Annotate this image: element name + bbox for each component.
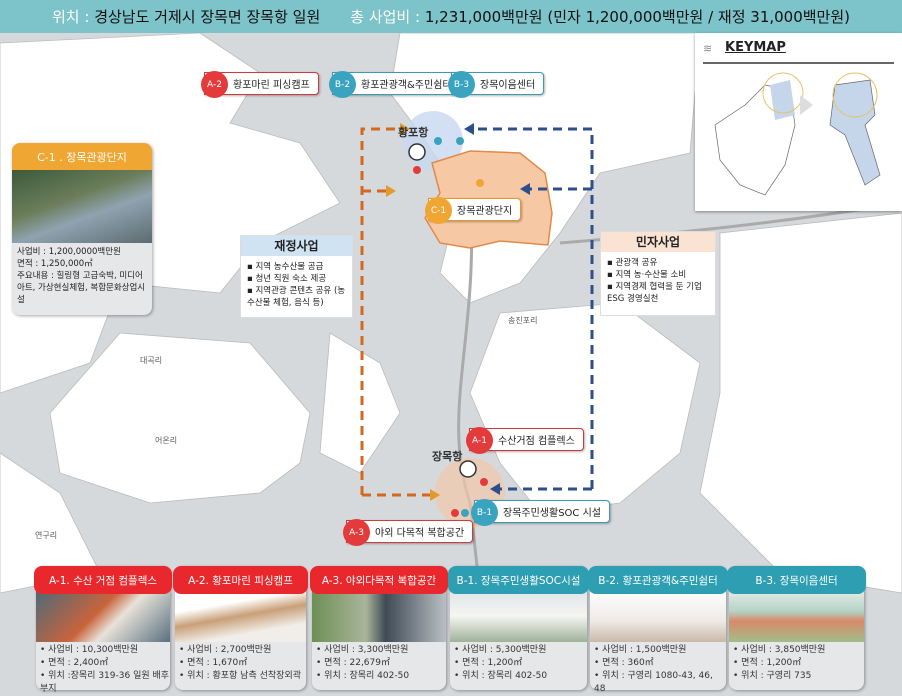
public-flow-arrows xyxy=(360,127,432,497)
card-cost: 사업비 : 3,300백만원 xyxy=(316,644,409,657)
project-card-b1[interactable]: B-1. 장목주민생활SOC시설사업비 : 5,300백만원면적 : 1,200… xyxy=(448,566,589,690)
card-area: 면적 : 2,400㎡ xyxy=(40,657,170,670)
location-label: 위치 : xyxy=(51,8,90,26)
project-card-a3[interactable]: A-3. 야외다목적 복합공간사업비 : 3,300백만원면적 : 22,679… xyxy=(310,566,448,690)
marker-b3[interactable]: B-3 장목이음센터 xyxy=(448,71,545,98)
project-card-a1[interactable]: A-1. 수산 거점 컴플렉스사업비 : 10,300백만원면적 : 2,400… xyxy=(34,566,172,694)
list-item: 지역관광 콘텐츠 공유 (농수산물 체험, 음식 등) xyxy=(247,285,346,309)
card-title: B-1. 장목주민생활SOC시설 xyxy=(448,566,589,594)
project-card-a2[interactable]: A-2. 황포마린 피싱캠프사업비 : 2,700백만원면적 : 1,670㎡위… xyxy=(173,566,308,690)
card-area: 면적 : 1,200㎡ xyxy=(454,657,547,670)
list-item: 청년 직원 숙소 제공 xyxy=(247,273,346,285)
card-title: B-3. 장목이음센터 xyxy=(727,566,866,594)
public-box-title: 재정사업 xyxy=(241,236,352,256)
port-label-jangmok: 장목항 xyxy=(432,450,463,463)
public-project-box: 재정사업 지역 농수산물 공급청년 직원 숙소 제공지역관광 콘텐츠 공유 (농… xyxy=(240,235,353,318)
card-location: 위치 : 구영리 1080-43, 46, 48 xyxy=(594,670,726,696)
arrowheads xyxy=(386,123,440,501)
list-item: 지역 농·수산물 소비 xyxy=(607,269,709,281)
marker-label: 장목이음센터 xyxy=(480,80,536,91)
card-cost: 사업비 : 1,500백만원 xyxy=(594,644,726,657)
card-area: 면적 : 1,670㎡ xyxy=(179,657,301,670)
card-image xyxy=(175,590,306,642)
marker-code: B-2 xyxy=(329,71,356,98)
c1-card-details: 사업비 : 1,200,0000백만원 면적 : 1,250,000㎡ 주요내용… xyxy=(12,243,152,309)
private-project-box: 민자사업 관광객 공유지역 농·수산물 소비지역경제 협력을 둔 기업 ESG … xyxy=(600,231,716,316)
marker-code: A-1 xyxy=(466,427,493,454)
card-cost: 사업비 : 3,850백만원 xyxy=(733,644,825,657)
c1-area: 면적 : 1,250,000㎡ xyxy=(17,259,93,269)
card-title: A-2. 황포마린 피싱캠프 xyxy=(173,566,308,594)
marker-label: 장목관광단지 xyxy=(457,206,513,217)
card-location: 위치 : 장목리 402-50 xyxy=(316,670,409,683)
cost-value: 1,231,000백만원 (민자 1,200,000백만원 / 재정 31,00… xyxy=(424,8,851,26)
card-location: 위치 : 황포항 남측 선착장외곽 xyxy=(179,670,301,683)
site-dots xyxy=(413,137,488,517)
card-image xyxy=(36,590,170,642)
cost-label: 총 사업비 : xyxy=(350,8,421,26)
marker-b1[interactable]: B-1 장목주민생활SOC 시설 xyxy=(471,499,610,526)
port-label-hwangpo: 황포항 xyxy=(398,126,429,139)
port-icons xyxy=(408,143,477,478)
project-card-b3[interactable]: B-3. 장목이음센터사업비 : 3,850백만원면적 : 1,200㎡위치 :… xyxy=(727,566,866,690)
c1-info-card: C-1 . 장목관광단지 사업비 : 1,200,0000백만원 면적 : 1,… xyxy=(12,143,152,315)
location-info: 위치 : 경상남도 거제시 장목면 장목항 일원 xyxy=(52,6,320,27)
list-item: 지역경제 협력을 둔 기업 ESG 경영실천 xyxy=(607,281,709,305)
card-image xyxy=(450,590,587,642)
marker-code: C-1 xyxy=(425,197,452,224)
c1-card-title: C-1 . 장목관광단지 xyxy=(12,143,152,170)
marker-code: A-2 xyxy=(201,71,228,98)
project-card-b2[interactable]: B-2. 황포관광객&주민쉼터사업비 : 1,500백만원면적 : 360㎡위치… xyxy=(588,566,728,694)
marker-label: 황포관광객&주민쉼터 xyxy=(361,80,452,91)
list-item: 지역 농수산물 공급 xyxy=(247,261,346,273)
card-area: 면적 : 360㎡ xyxy=(594,657,726,670)
card-area: 면적 : 22,679㎡ xyxy=(316,657,409,670)
marker-b2[interactable]: B-2 황포관광객&주민쉼터 xyxy=(329,71,461,98)
marker-label: 황포마린 피싱캠프 xyxy=(233,80,310,91)
list-item: 관광객 공유 xyxy=(607,257,709,269)
marker-a2[interactable]: A-2 황포마린 피싱캠프 xyxy=(201,71,319,98)
c1-aerial-photo xyxy=(12,170,152,243)
c1-content: 주요내용 : 힐링형 고급숙박, 미디어아트, 가상현실체험, 복합문화상업시설 xyxy=(17,271,146,305)
c1-cost: 사업비 : 1,200,0000백만원 xyxy=(17,247,121,257)
card-image xyxy=(312,590,446,642)
private-box-title: 민자사업 xyxy=(601,232,715,252)
marker-label: 수산거점 컴플렉스 xyxy=(498,436,575,447)
keymap-divider xyxy=(703,62,894,64)
keymap-title: KEYMAP xyxy=(725,40,786,55)
card-location: 위치 :장목리 319-36 일원 배후부지 xyxy=(40,670,170,696)
card-title: A-1. 수산 거점 컴플렉스 xyxy=(34,566,172,594)
card-area: 면적 : 1,200㎡ xyxy=(733,657,825,670)
card-title: A-3. 야외다목적 복합공간 xyxy=(310,566,448,594)
keymap-panel: ≋ KEYMAP xyxy=(695,33,902,211)
marker-code: A-3 xyxy=(343,519,370,546)
location-value: 경상남도 거제시 장목면 장목항 일원 xyxy=(94,8,321,26)
marker-code: B-3 xyxy=(448,71,475,98)
card-cost: 사업비 : 2,700백만원 xyxy=(179,644,301,657)
cost-info: 총 사업비 : 1,231,000백만원 (민자 1,200,000백만원 / … xyxy=(350,6,850,27)
marker-label: 장목주민생활SOC 시설 xyxy=(503,508,601,519)
card-location: 위치 : 구영리 735 xyxy=(733,670,825,683)
keymap-image xyxy=(714,72,881,196)
marker-a1[interactable]: A-1 수산거점 컴플렉스 xyxy=(466,427,584,454)
private-flow-arrows xyxy=(472,127,594,491)
place-label: 송진포리 xyxy=(508,316,538,325)
header-bar: 위치 : 경상남도 거제시 장목면 장목항 일원 총 사업비 : 1,231,0… xyxy=(0,0,902,33)
card-location: 위치 : 장목리 402-50 xyxy=(454,670,547,683)
card-cost: 사업비 : 5,300백만원 xyxy=(454,644,547,657)
place-label: 대곡리 xyxy=(140,356,163,365)
place-label: 어온리 xyxy=(155,436,178,445)
card-image xyxy=(590,590,726,642)
marker-code: B-1 xyxy=(471,499,498,526)
card-title: B-2. 황포관광객&주민쉼터 xyxy=(588,566,728,594)
marker-label: 야외 다목적 복합공간 xyxy=(375,528,465,539)
card-image xyxy=(729,590,864,642)
card-cost: 사업비 : 10,300백만원 xyxy=(40,644,170,657)
marker-c1[interactable]: C-1 장목관광단지 xyxy=(425,197,522,224)
marker-a3[interactable]: A-3 야외 다목적 복합공간 xyxy=(343,519,474,546)
wind-icon: ≋ xyxy=(703,42,713,55)
place-label: 연구리 xyxy=(35,531,58,540)
